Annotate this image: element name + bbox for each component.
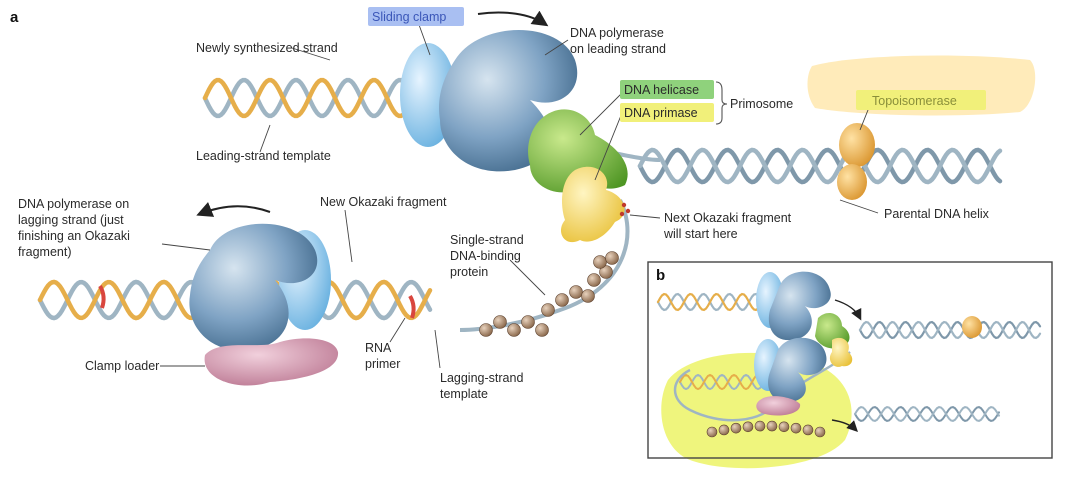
panel-b-lagging-loop xyxy=(673,351,851,422)
ssb-bead xyxy=(479,323,493,337)
panel-b-arrow-bottom xyxy=(831,419,858,432)
ssb-bead xyxy=(742,421,754,433)
ssb-bead xyxy=(569,285,583,299)
topoisomerase-label-bg xyxy=(856,90,986,110)
ssb-bead xyxy=(814,426,826,438)
label-rna-2: primer xyxy=(365,357,400,371)
single-strand-binding-proteins xyxy=(479,251,619,337)
ssb-bead xyxy=(581,289,595,303)
ssb-bead xyxy=(521,315,535,329)
label-dna-polymerase-leading-1: DNA polymerase xyxy=(570,26,664,40)
label-ssb-2: DNA-binding xyxy=(450,249,521,263)
ssb-bead xyxy=(605,251,619,265)
ssb-bead xyxy=(730,422,742,434)
lagging-direction-arrow xyxy=(196,202,271,217)
ssb-bead xyxy=(599,265,613,279)
label-pol-lagging-4: fragment) xyxy=(18,245,72,259)
ssb-bead xyxy=(718,424,730,436)
dna-primase xyxy=(560,166,625,243)
ssb-bead xyxy=(790,422,802,434)
label-new-okazaki-fragment: New Okazaki fragment xyxy=(320,195,447,209)
panel-b-lower-helix xyxy=(854,406,1000,422)
leading-direction-arrow xyxy=(477,10,549,27)
label-pol-lagging-3: finishing an Okazaki xyxy=(18,229,130,243)
label-next-okazaki-1: Next Okazaki fragment xyxy=(664,211,792,225)
topoisomerase xyxy=(837,123,875,200)
label-dna-helicase: DNA helicase xyxy=(624,83,699,97)
label-parental-dna-helix: Parental DNA helix xyxy=(884,207,990,221)
panel-b-frame xyxy=(647,261,1053,459)
label-leading-strand-template: Leading-strand template xyxy=(196,149,331,163)
label-ssb-3: protein xyxy=(450,265,488,279)
primase-label-bg xyxy=(620,103,714,122)
ssb-bead xyxy=(593,255,607,269)
panel-b-parental-helix xyxy=(858,320,1042,340)
leader-lines xyxy=(160,21,879,369)
dna-polymerase-lagging xyxy=(189,223,318,351)
ssb-bead xyxy=(802,424,814,436)
panel-b-replisome xyxy=(754,271,982,416)
label-topoisomerase: Topoisomerase xyxy=(872,94,957,108)
label-lagging-template-2: template xyxy=(440,387,488,401)
label-pol-lagging-2: lagging strand (just xyxy=(18,213,124,227)
label-newly-synthesized-strand: Newly synthesized strand xyxy=(196,41,338,55)
label-primosome: Primosome xyxy=(730,97,793,111)
panel-b-arrow-top xyxy=(834,299,862,321)
label-dna-polymerase-leading-2: on leading strand xyxy=(570,42,666,56)
panel-b-lagging-helix xyxy=(679,373,771,391)
ssb-bead xyxy=(754,420,766,432)
label-next-okazaki-2: will start here xyxy=(663,227,738,241)
label-pol-lagging-1: DNA polymerase on xyxy=(18,197,129,211)
ssb-bead xyxy=(587,273,601,287)
helicase-label-bg xyxy=(620,80,714,99)
panel-b-leading-helix xyxy=(656,292,776,312)
ssb-bead xyxy=(507,323,521,337)
ssb-bead xyxy=(555,293,569,307)
ssb-bead xyxy=(541,303,555,317)
ssb-bead xyxy=(535,323,549,337)
primosome-brace xyxy=(715,81,728,125)
label-rna-1: RNA xyxy=(365,341,392,355)
panel-b-ssb-proteins xyxy=(706,420,826,438)
dna-helicase xyxy=(528,109,628,193)
label-ssb-1: Single-strand xyxy=(450,233,524,247)
ssb-bead xyxy=(706,426,718,438)
panel-b-dna-helices xyxy=(656,292,1042,422)
ssb-bead xyxy=(778,421,790,433)
panel-a-letter: a xyxy=(10,9,19,26)
next-okazaki-start-marker xyxy=(619,202,631,217)
label-clamp-loader: Clamp loader xyxy=(85,359,159,373)
sliding-clamp-label-bg xyxy=(368,7,464,26)
parental-dna-helix xyxy=(637,147,1003,185)
panel-b-letter: b xyxy=(656,267,665,284)
rna-primer-segment xyxy=(408,294,416,319)
ssb-bead xyxy=(766,420,778,432)
ssb-bead xyxy=(493,315,507,329)
label-sliding-clamp: Sliding clamp xyxy=(372,10,446,24)
label-lagging-template-1: Lagging-strand xyxy=(440,371,523,385)
clamp-loader xyxy=(204,338,339,386)
label-dna-primase: DNA primase xyxy=(624,106,698,120)
rna-primer-segment xyxy=(98,284,106,309)
